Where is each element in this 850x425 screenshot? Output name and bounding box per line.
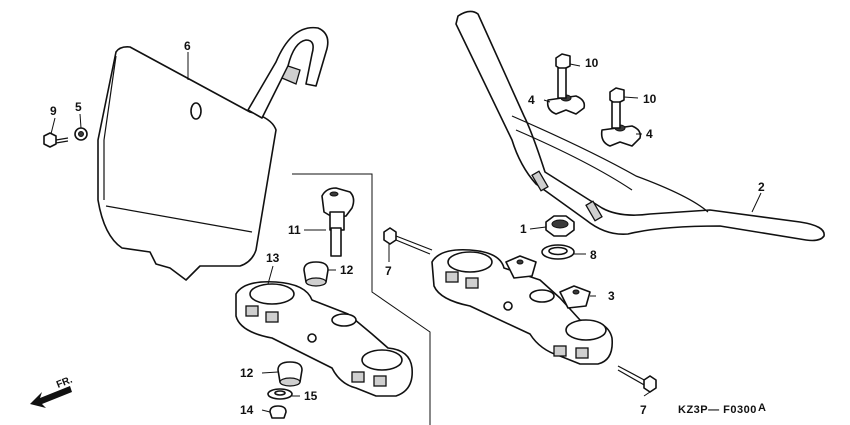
bottom-bridge: [235, 280, 413, 397]
callout-3: 3: [608, 289, 615, 303]
callout-4-lower: 4: [646, 127, 653, 141]
callout-6: 6: [184, 39, 191, 53]
callout-2: 2: [758, 180, 765, 194]
callout-10-lower: 10: [643, 92, 657, 106]
bushing-12a: [303, 261, 329, 287]
pinch-bolt-7a: [383, 227, 433, 255]
section-divider: [292, 173, 431, 425]
washer-15: [267, 388, 293, 400]
leader-lines: [50, 52, 762, 413]
plate-hole: [190, 102, 202, 120]
callout-7-left: 7: [385, 264, 392, 278]
callout-4-top: 4: [528, 93, 535, 107]
handlebar-riser: [321, 187, 355, 257]
handlebar-holder-upper-b: [600, 124, 642, 147]
holder-bolt-10b: [609, 87, 625, 129]
holder-bolt-10a: [555, 53, 571, 99]
drawing-code: KZ3P— F0300 A: [678, 402, 766, 416]
stem-nut: [545, 215, 575, 237]
handlebar: [455, 10, 825, 242]
callout-5: 5: [75, 100, 82, 114]
bolt-9: [43, 132, 69, 148]
callout-10-top: 10: [585, 56, 599, 70]
front-label: FR.: [55, 374, 74, 390]
callout-11: 11: [288, 223, 301, 237]
callout-13: 13: [266, 251, 280, 265]
nut-14: [269, 405, 287, 419]
callout-1: 1: [520, 222, 527, 236]
drawing-code-suffix: A: [758, 402, 766, 414]
stem-washer: [541, 244, 575, 260]
callout-12-lower: 12: [240, 366, 254, 380]
callout-9: 9: [50, 104, 57, 118]
top-bridge: [431, 248, 614, 365]
callout-8: 8: [590, 248, 597, 262]
number-plate: [97, 26, 329, 281]
callouts: 6 9 5 2 10 4 10 4 1 8 3 7 7 11 12 13 12 …: [50, 39, 765, 417]
front-direction-arrow-icon: FR.: [30, 374, 74, 408]
callout-14: 14: [240, 403, 254, 417]
callout-12-upper: 12: [340, 263, 354, 277]
callout-15: 15: [304, 389, 318, 403]
washer-5: [74, 127, 88, 141]
pinch-bolt-7b: [617, 365, 657, 393]
callout-7-right: 7: [640, 403, 647, 417]
drawing-code-text: KZ3P— F0300: [678, 404, 757, 416]
bushing-12b: [277, 361, 303, 387]
